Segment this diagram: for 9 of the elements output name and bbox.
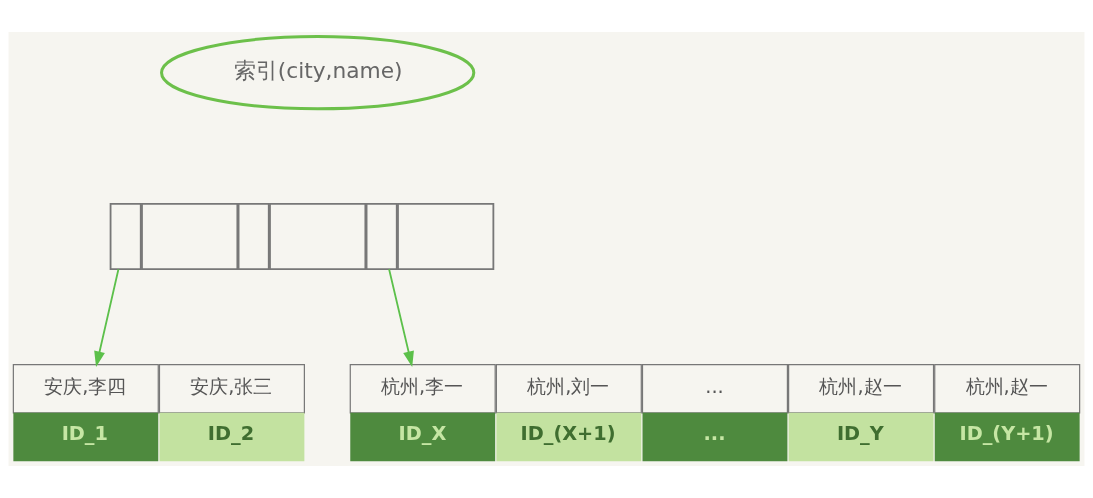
node-box bbox=[109, 203, 142, 271]
arrow bbox=[388, 268, 414, 367]
arrow bbox=[94, 268, 120, 367]
node-box bbox=[397, 203, 495, 271]
node-box bbox=[365, 203, 398, 271]
node-box bbox=[269, 203, 367, 271]
node-ellipse: 索引(city,name) bbox=[160, 35, 476, 111]
node-box bbox=[141, 203, 239, 271]
node-box bbox=[237, 203, 270, 271]
